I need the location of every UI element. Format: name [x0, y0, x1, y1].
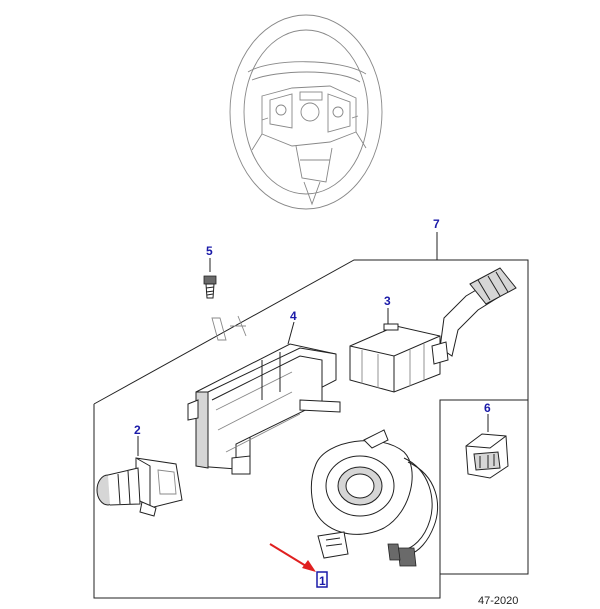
callout-1[interactable]: 1 — [319, 574, 326, 588]
callout-6[interactable]: 6 — [484, 401, 491, 415]
part-5-screw — [203, 258, 247, 341]
part-1-clock-spring — [310, 429, 439, 567]
part-3-control-module — [349, 308, 441, 393]
callout-4[interactable]: 4 — [290, 309, 297, 323]
callout-1-highlight[interactable]: 1 — [316, 571, 328, 588]
part-7-stalk-switch — [431, 267, 517, 365]
reference-code: 47-2020 — [478, 595, 518, 607]
assembly-outline — [93, 232, 529, 599]
steering-wheel-illustration — [229, 14, 383, 210]
callout-7[interactable]: 7 — [433, 217, 440, 231]
red-arrow — [269, 543, 316, 572]
callout-3[interactable]: 3 — [384, 294, 391, 308]
callout-2[interactable]: 2 — [134, 423, 141, 437]
part-2-switch-housing — [96, 436, 183, 517]
part-4-shroud-frame — [187, 321, 341, 475]
part-6-small-switch — [465, 414, 509, 479]
callout-5[interactable]: 5 — [206, 244, 213, 258]
